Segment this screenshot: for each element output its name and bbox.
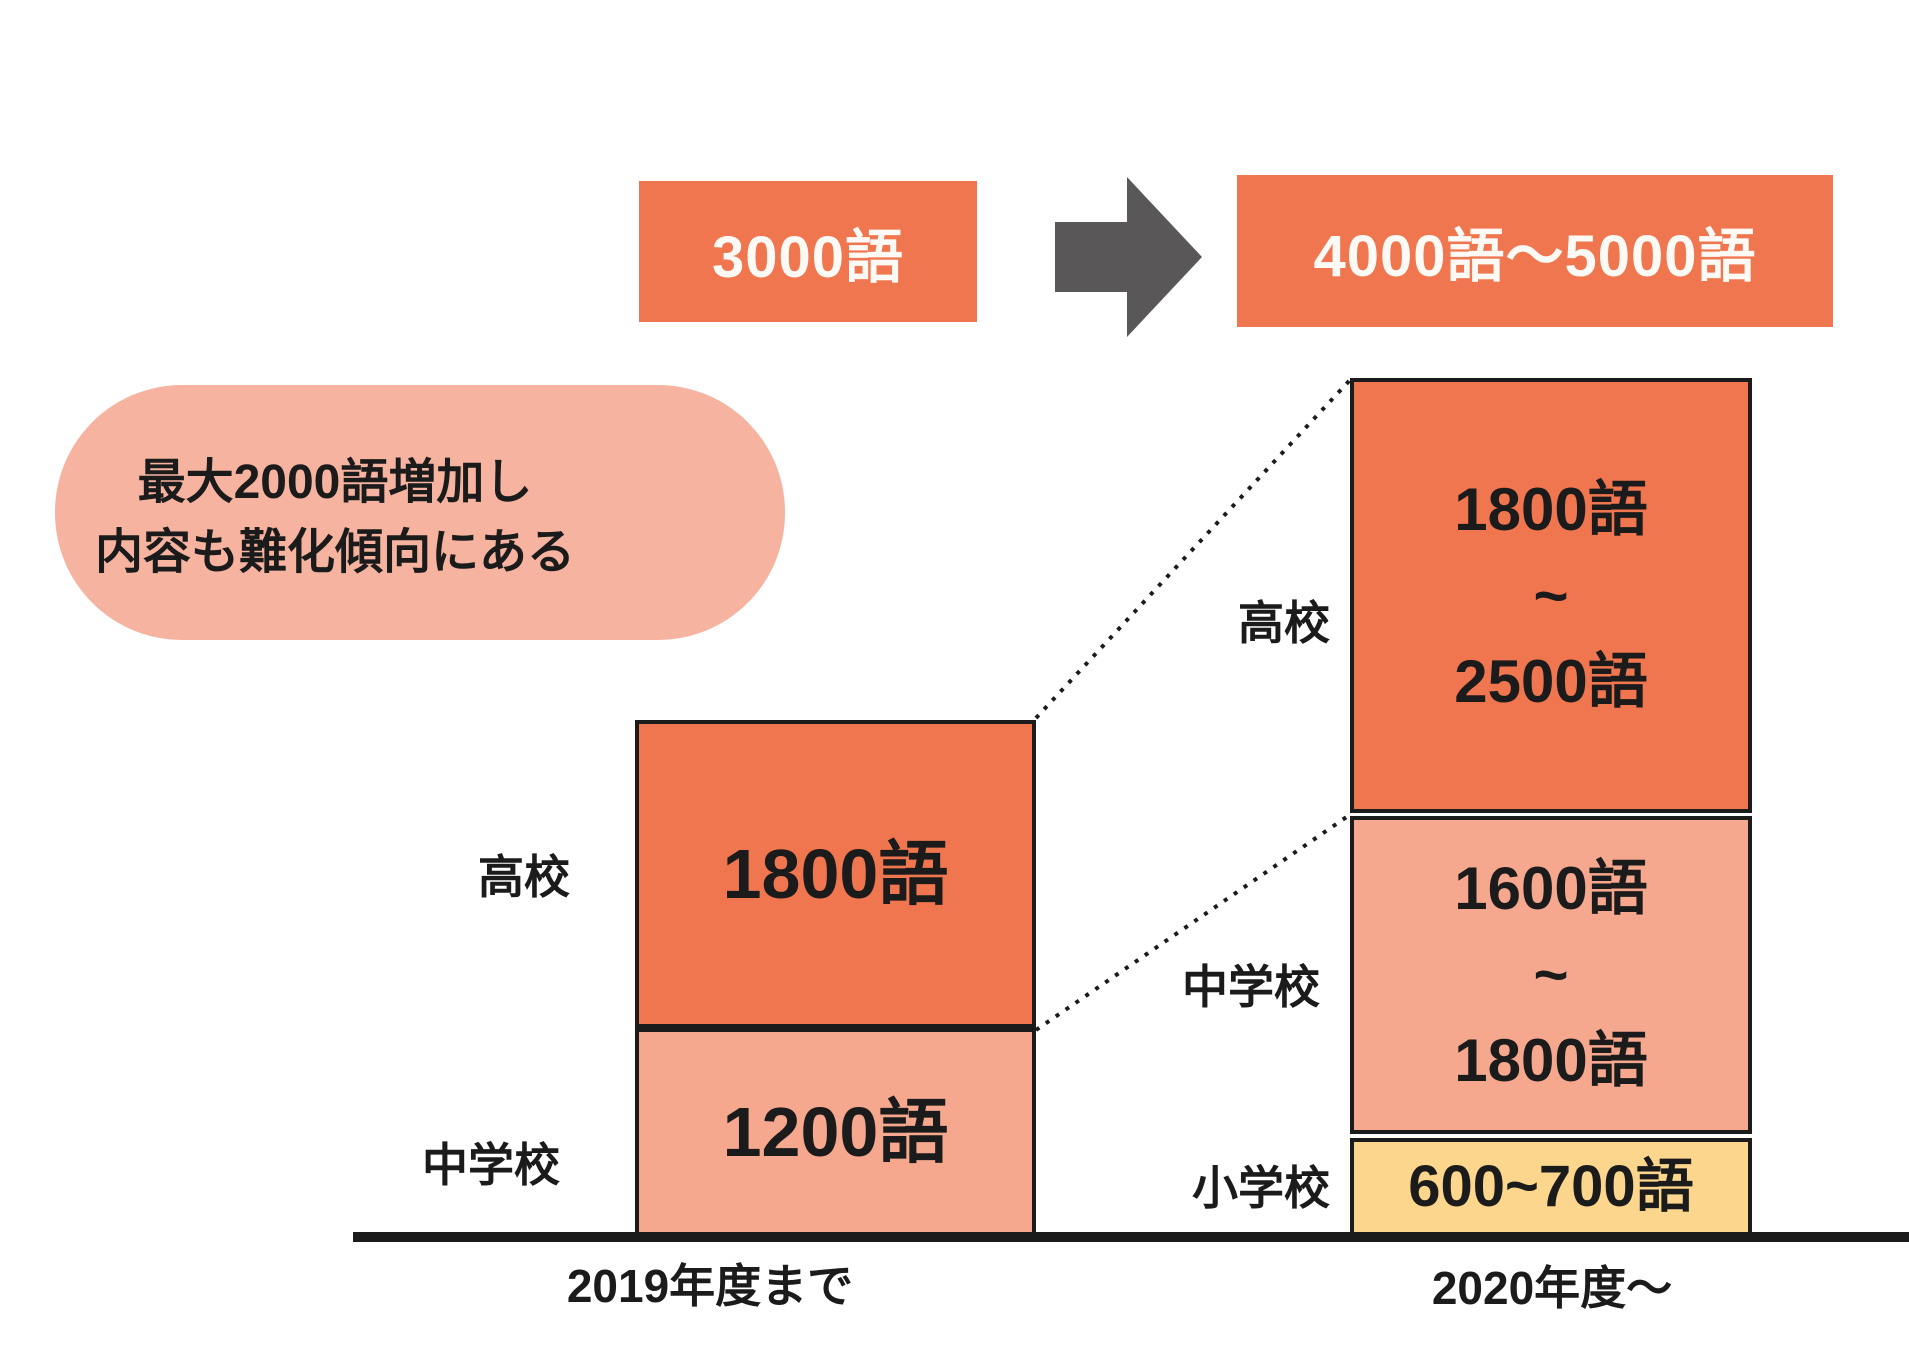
- bar-2019: 1800語 1200語: [635, 720, 1036, 1236]
- total-after-box: 4000語〜5000語: [1237, 175, 1833, 327]
- bar-2020-segment-shougakkou: 600~700語: [1350, 1138, 1752, 1236]
- label-2020-koukou: 高校: [1238, 597, 1330, 649]
- callout-line-1: 最大2000語増加し: [137, 456, 533, 509]
- axis-label-2020: 2020年度〜: [1431, 1262, 1673, 1314]
- connector-line-top: [1034, 378, 1352, 720]
- bar-2019-koukou-value: 1800語: [722, 835, 949, 913]
- arrow-head: [1127, 177, 1202, 337]
- label-2020-shougakkou: 小学校: [1192, 1162, 1330, 1214]
- bar-2019-chuugakkou-value: 1200語: [722, 1093, 949, 1171]
- callout-line-2: 内容も難化傾向にある: [94, 526, 575, 579]
- bar-2020-segment-koukou: 1800語 ~ 2500語: [1350, 378, 1752, 813]
- bar-2020-koukou-value-max: 2500語: [1454, 647, 1648, 715]
- total-before-label: 3000語: [711, 224, 905, 290]
- bar-2020-chuugakkou-value-max: 1800語: [1454, 1027, 1648, 1094]
- label-2019-koukou: 高校: [478, 851, 570, 903]
- bar-2019-segment-chuugakkou: 1200語: [639, 1032, 1032, 1232]
- bar-2020-koukou-value-min: 1800語: [1454, 475, 1648, 543]
- bar-2020-chuugakkou-value-min: 1600語: [1454, 855, 1648, 922]
- bar-2020-shougakkou-value: 600~700語: [1408, 1154, 1694, 1219]
- total-before-box: 3000語: [639, 181, 977, 322]
- bar-2020-koukou-tilde: ~: [1533, 561, 1569, 629]
- axis-baseline: [353, 1232, 1909, 1242]
- bar-2020-chuugakkou-tilde: ~: [1533, 941, 1569, 1008]
- bar-2020-segment-chuugakkou: 1600語 ~ 1800語: [1350, 816, 1752, 1134]
- label-2020-chuugakkou: 中学校: [1182, 961, 1320, 1013]
- label-2019-chuugakkou: 中学校: [422, 1139, 560, 1191]
- axis-label-2019: 2019年度まで: [566, 1260, 854, 1312]
- bar-2019-segment-koukou: 1800語: [639, 724, 1032, 1032]
- callout-text: 最大2000語増加し 内容も難化傾向にある: [60, 448, 610, 588]
- callout-bubble: [55, 385, 785, 640]
- total-after-label: 4000語〜5000語: [1313, 224, 1757, 289]
- arrow-body: [1055, 222, 1129, 292]
